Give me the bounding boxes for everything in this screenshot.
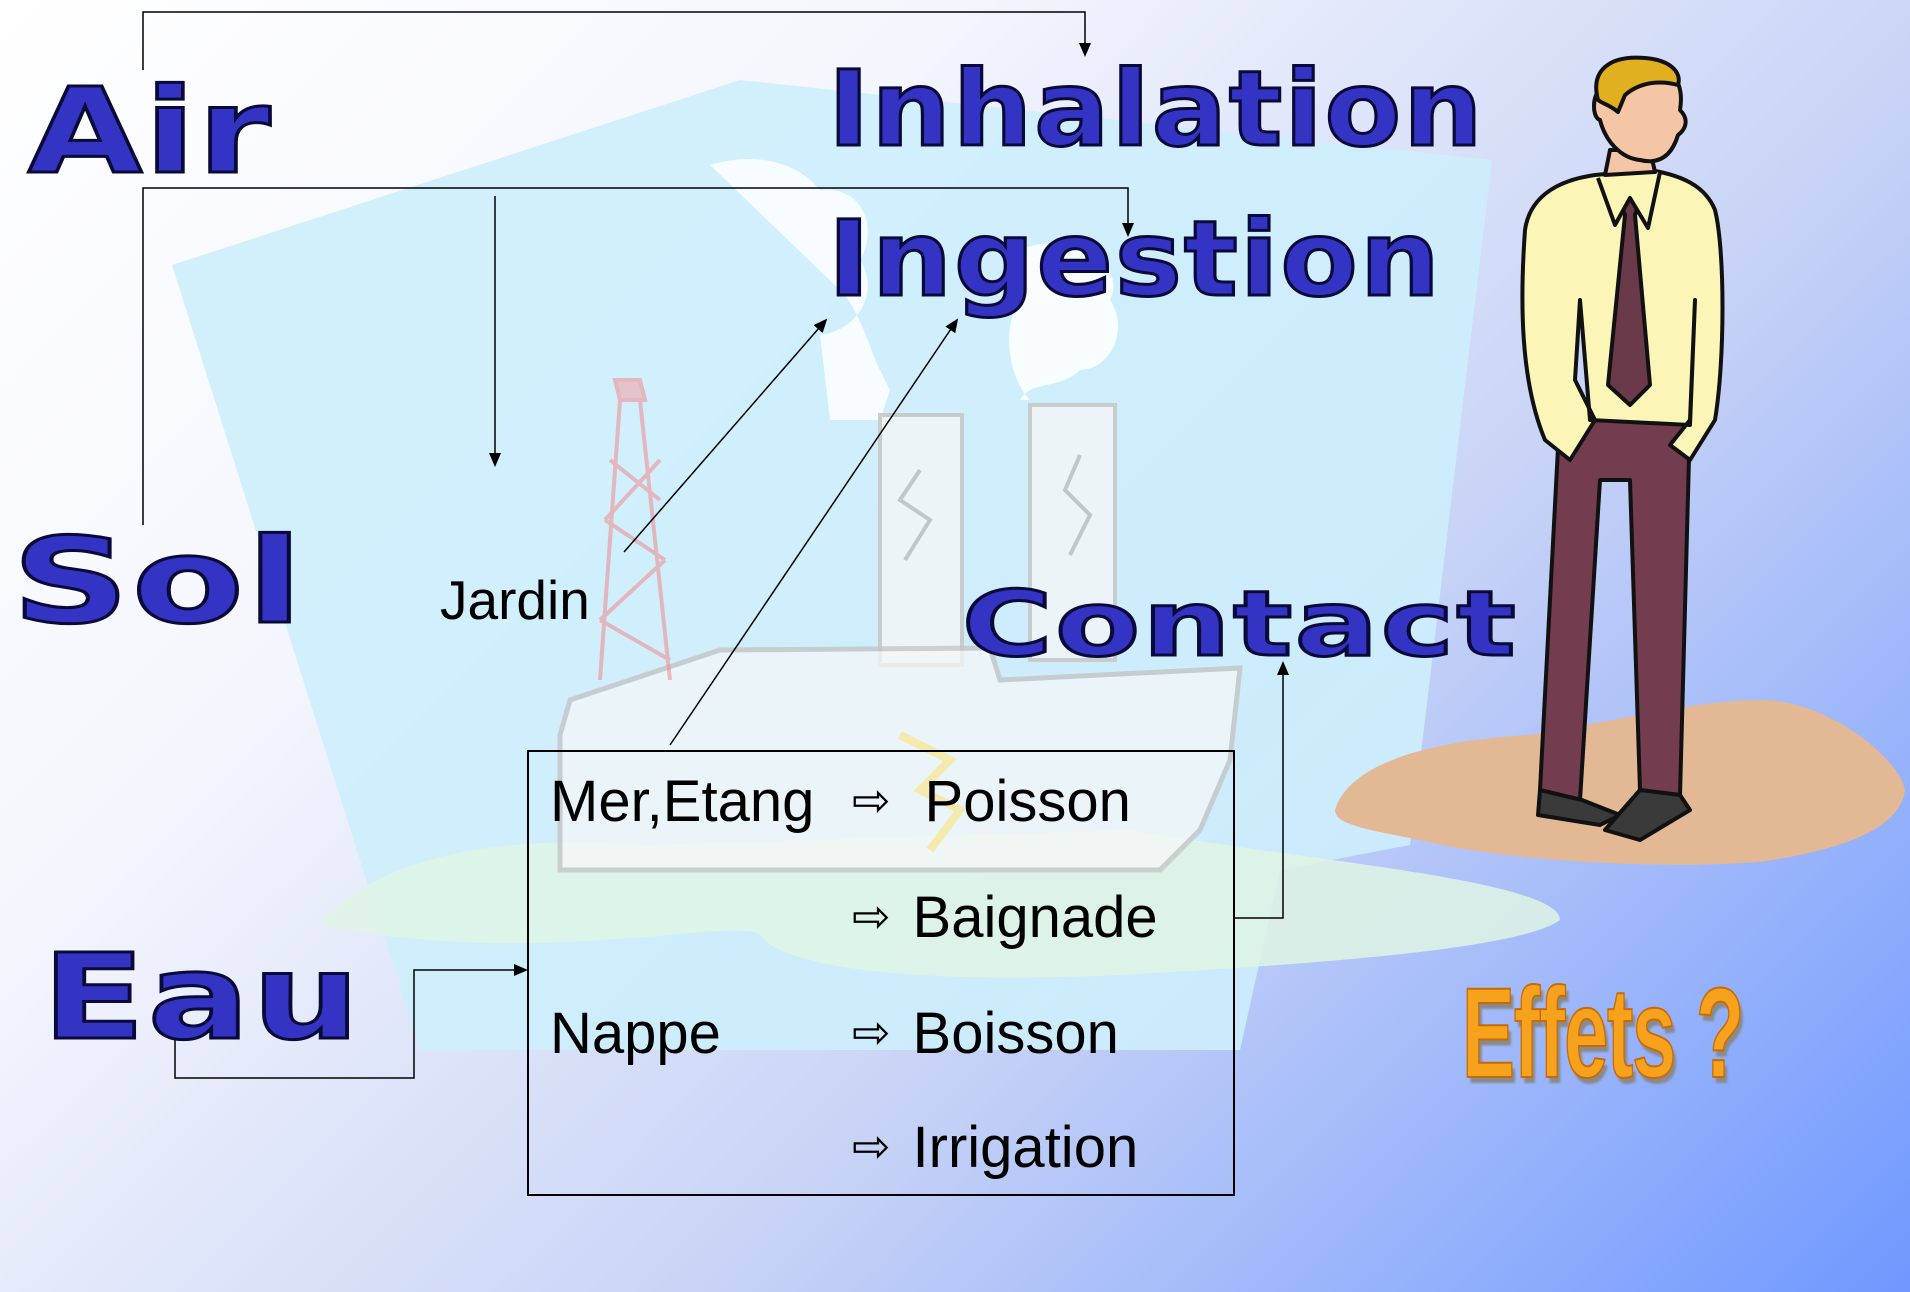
nappe-label: Nappe [550, 1000, 721, 1067]
use-item-label: Irrigation [913, 1115, 1139, 1180]
use-item-label: Boisson [913, 1001, 1119, 1066]
arrow-right-icon: ⇨ [852, 890, 891, 942]
source-eau-label: Eau [42, 928, 362, 1066]
arrow-right-icon: ⇨ [852, 774, 891, 826]
use-item: ⇨ Boisson [852, 1000, 1119, 1067]
arrow-mer-to-ingestion [670, 320, 957, 745]
use-item: ⇨ Baignade [852, 884, 1158, 951]
arrow-right-icon: ⇨ [852, 1120, 891, 1172]
use-item-label: Baignade [913, 885, 1158, 950]
pathway-inhalation-label: Inhalation [828, 48, 1485, 170]
use-item: ⇨ Poisson [852, 768, 1131, 835]
arrow-jardin-to-ingestion [624, 320, 826, 552]
pathway-ingestion-label: Ingestion [828, 198, 1442, 320]
use-item-label: Poisson [925, 769, 1131, 834]
jardin-label: Jardin [440, 568, 590, 632]
arrow-right-icon: ⇨ [852, 1006, 891, 1058]
source-air-label: Air [28, 62, 273, 200]
mer-etang-label: Mer,Etang [550, 768, 814, 835]
effets-title: Effets ? [1462, 960, 1743, 1107]
pathway-contact-label: Contact [962, 572, 1518, 677]
arrow-baignade-to-contact [1235, 663, 1283, 918]
use-item: ⇨ Irrigation [852, 1114, 1138, 1181]
source-sol-label: Sol [12, 512, 305, 650]
